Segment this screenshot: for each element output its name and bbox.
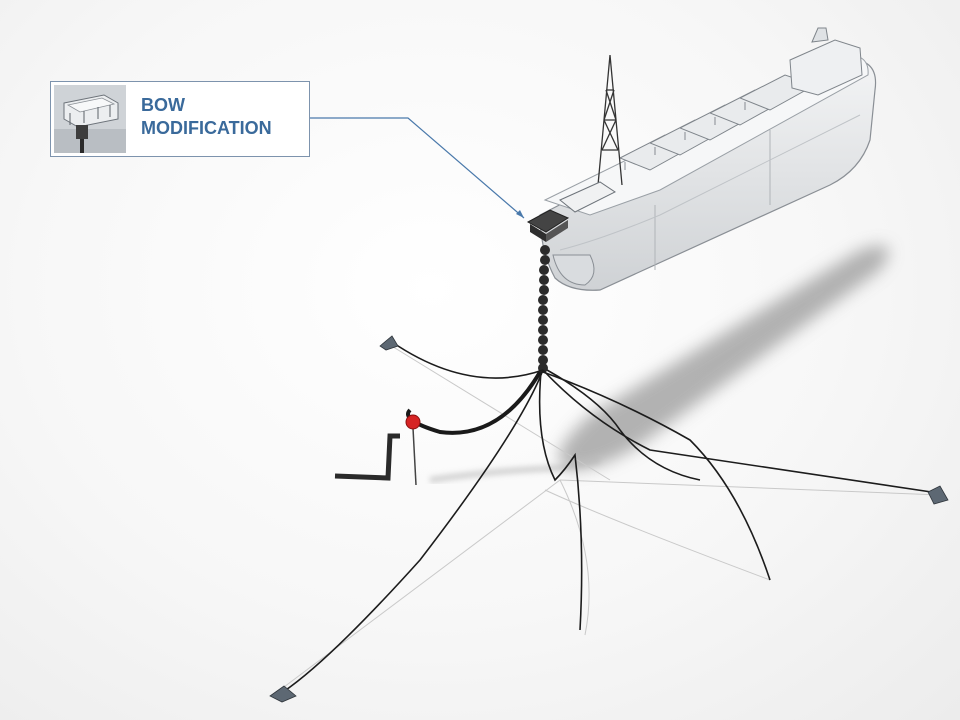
callout-label: BOW MODIFICATION — [141, 95, 272, 138]
derrick-tower — [597, 54, 623, 186]
callout-leader-line — [310, 117, 525, 219]
ship-icon — [526, 27, 877, 291]
bow-modification-callout: BOW MODIFICATION — [50, 81, 310, 157]
bow-modification-thumbnail — [54, 85, 126, 153]
buoy-icon — [405, 414, 421, 430]
anchor-icon — [269, 335, 949, 703]
seabed-pipe — [334, 433, 400, 481]
flowline — [406, 370, 542, 435]
bulbous-bow — [552, 254, 595, 286]
riser-icon — [538, 245, 550, 373]
seabed-lines — [279, 344, 941, 691]
riser-shadow — [429, 457, 601, 483]
accommodation-block — [789, 39, 863, 96]
mooring-line-icon — [282, 341, 939, 693]
turret-icon — [526, 209, 570, 242]
